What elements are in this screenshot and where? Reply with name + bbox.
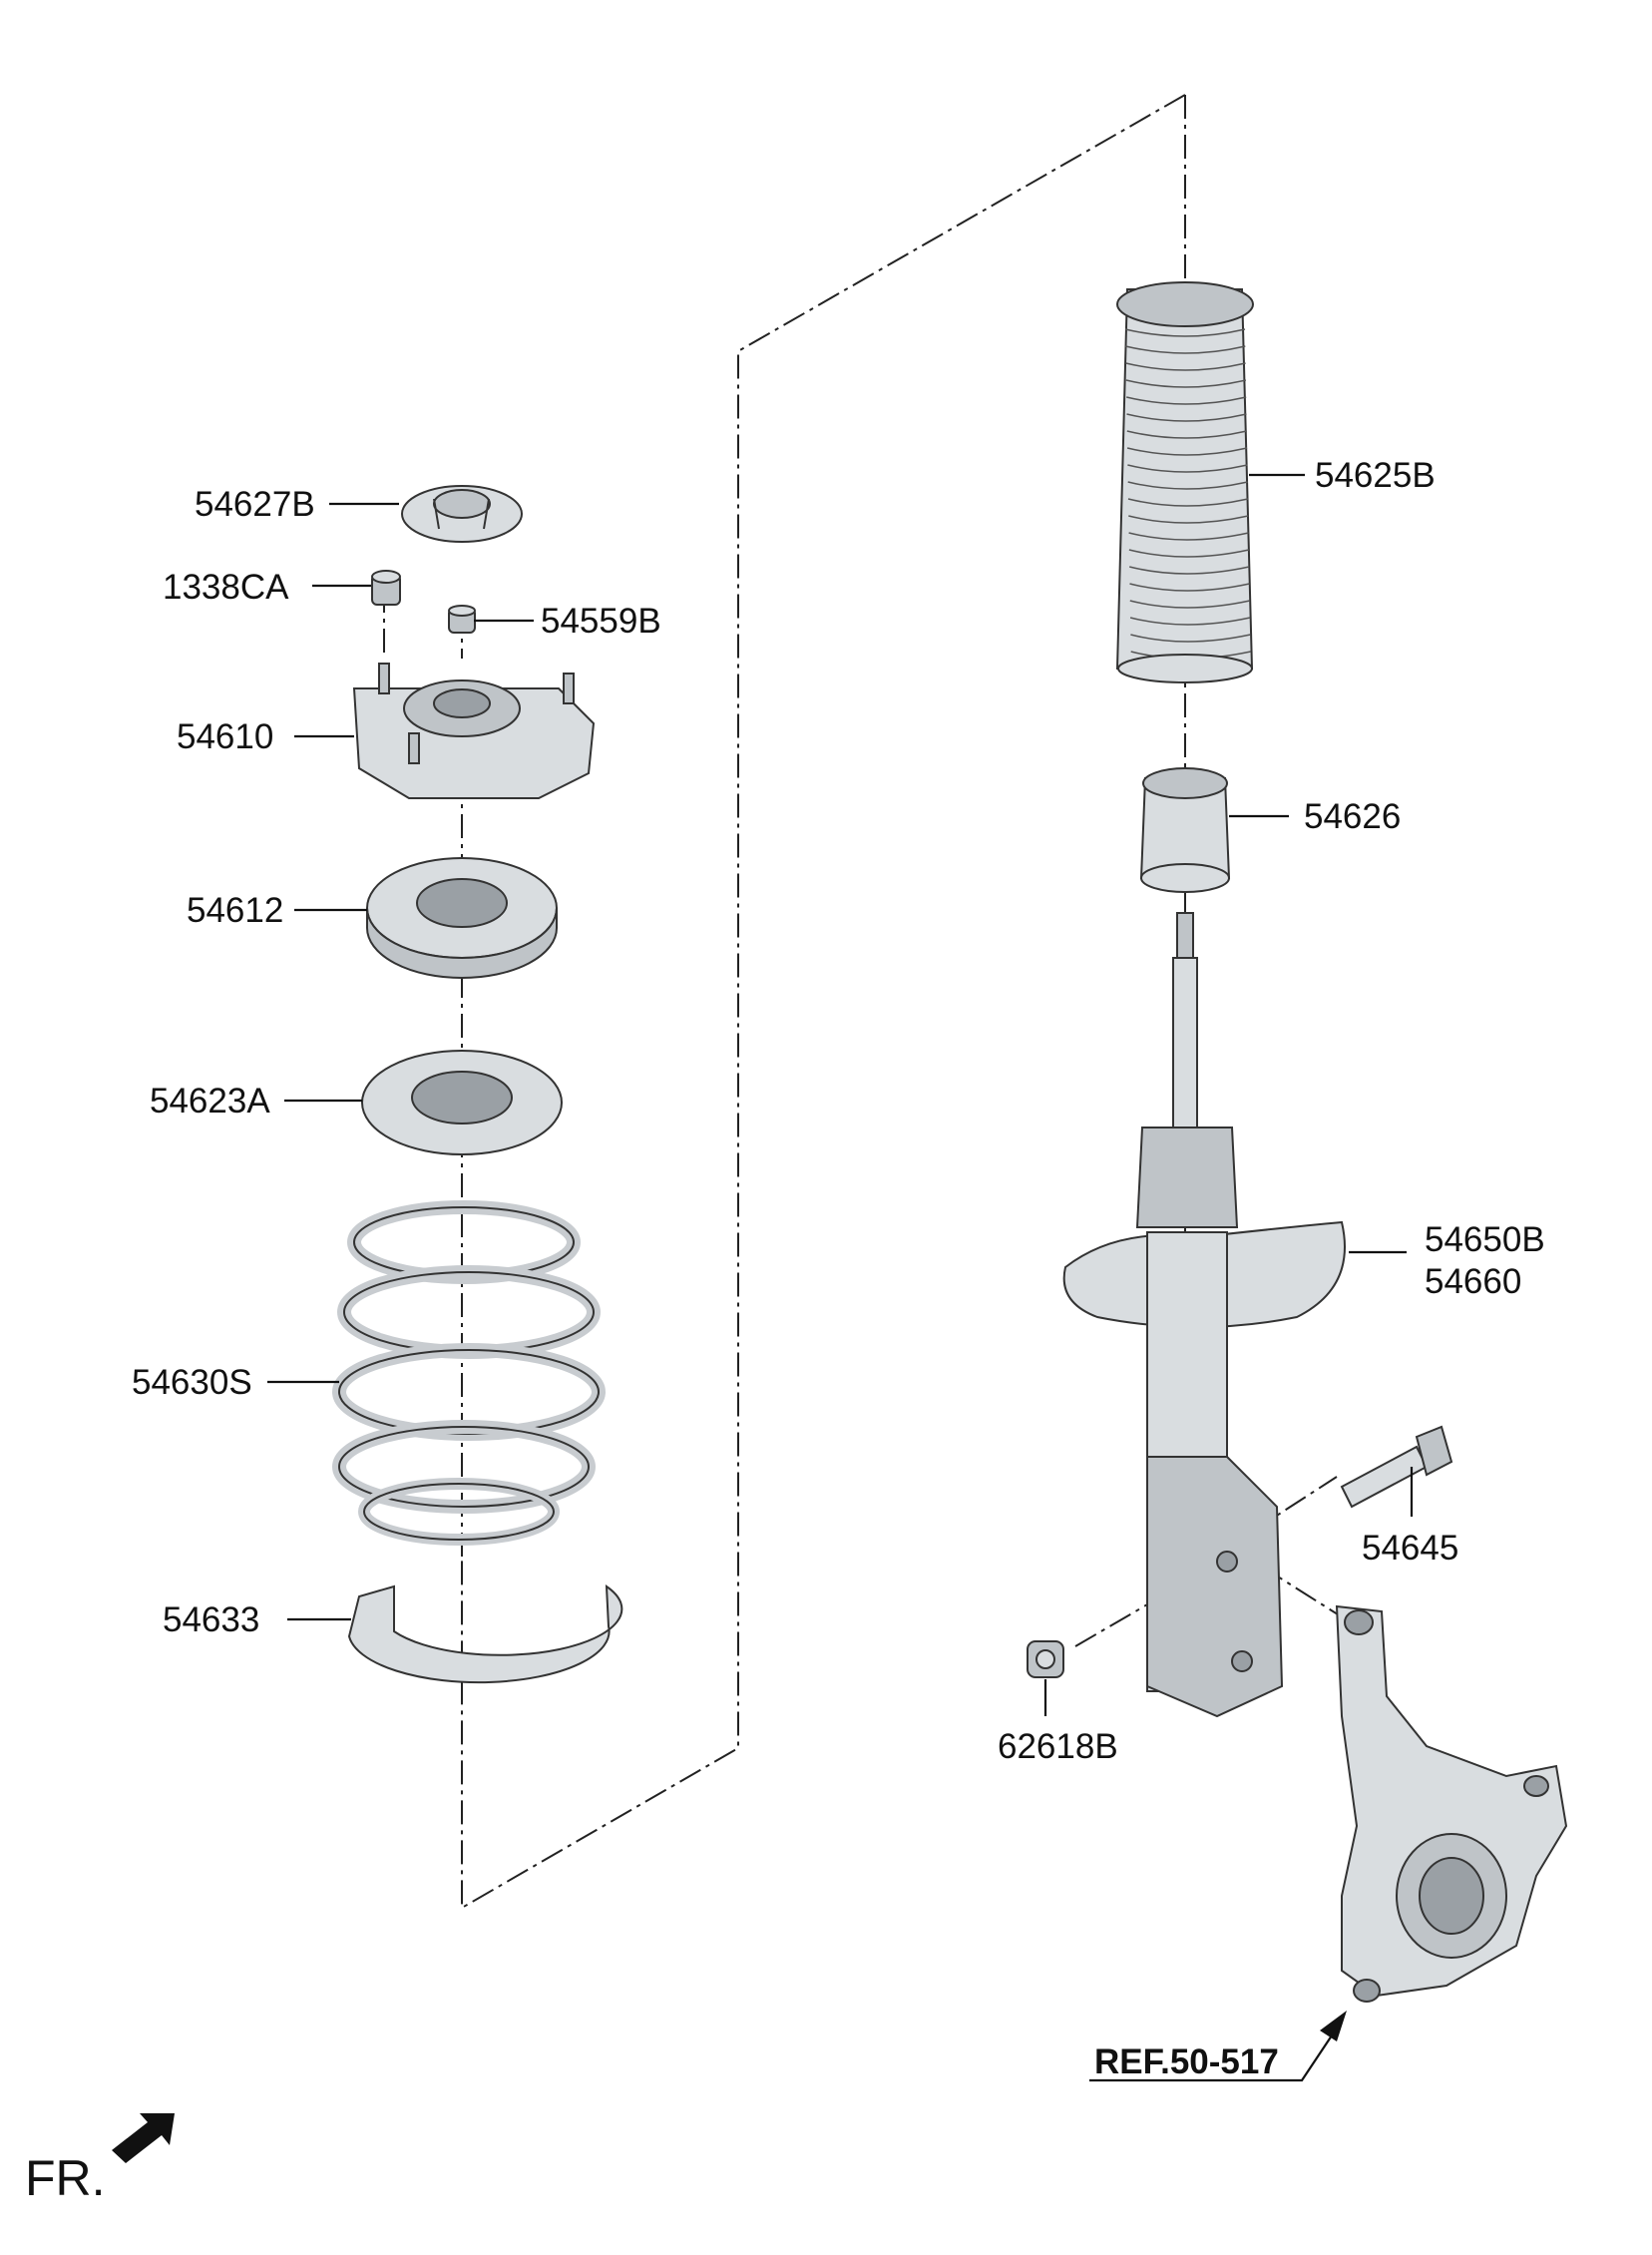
part-62618B-nut [1027, 1640, 1064, 1678]
part-54630S-coil-spring [332, 1200, 606, 1546]
boot-rib [1125, 362, 1246, 371]
front-label: FR. [25, 2150, 106, 2206]
label-ref-50-517: REF.50-517 [1094, 2042, 1279, 2081]
part-54623A-spring-pad [361, 1050, 563, 1155]
part-54559B-nut [448, 605, 476, 634]
part-54633-lower-spring-pad [347, 1584, 623, 1684]
boot-rib [1127, 481, 1248, 490]
boot-rib [1126, 430, 1247, 439]
arrow-icon [112, 2113, 175, 2163]
boot-rib [1128, 532, 1249, 541]
label-54630S: 54630S [132, 1363, 252, 1402]
boot-rib [1126, 396, 1247, 405]
boot-rib [1128, 515, 1249, 524]
part-54610-strut-mount [352, 663, 596, 799]
boot-rib [1130, 634, 1251, 643]
knuckle-reference-part [1335, 1604, 1568, 2003]
label-54610: 54610 [177, 717, 273, 756]
boot-rib [1129, 583, 1250, 592]
part-1338CA-nut [371, 570, 401, 606]
label-54559B: 54559B [541, 602, 661, 641]
boot-rib [1125, 345, 1246, 354]
part-labels: 54627B 1338CA 54559B 54610 54612 54623A … [132, 456, 1545, 2081]
label-54623A: 54623A [150, 1082, 270, 1121]
boot-rib [1126, 447, 1248, 456]
label-1338CA: 1338CA [163, 568, 289, 607]
part-54627B-dust-cap [401, 485, 523, 543]
label-54625B: 54625B [1315, 456, 1436, 495]
leader-lines [267, 473, 1414, 2082]
label-54650B: 54650B [1425, 1220, 1545, 1259]
label-54627B: 54627B [195, 485, 315, 524]
part-54625B-dust-boot [1115, 281, 1254, 683]
boot-rib [1128, 549, 1250, 558]
boot-rib [1124, 328, 1246, 337]
boot-rib [1129, 617, 1251, 626]
part-54645-bolt [1340, 1425, 1453, 1509]
boot-rib [1129, 600, 1250, 609]
boot-rib [1129, 566, 1250, 575]
label-54645: 54645 [1362, 1529, 1458, 1568]
label-54612: 54612 [187, 891, 283, 930]
label-62618B: 62618B [998, 1727, 1118, 1766]
boot-rib [1125, 379, 1247, 388]
part-54650B-strut-assembly [1062, 912, 1346, 1718]
boot-rib [1127, 464, 1248, 473]
part-54626-bump-stopper [1139, 767, 1231, 893]
boot-rib [1126, 413, 1247, 422]
label-54633: 54633 [163, 1600, 259, 1639]
label-54626: 54626 [1304, 797, 1401, 836]
part-54612-bearing [366, 857, 558, 979]
label-54660: 54660 [1425, 1262, 1521, 1301]
boot-rib [1127, 498, 1249, 507]
front-direction-indicator: FR. [25, 2113, 175, 2206]
